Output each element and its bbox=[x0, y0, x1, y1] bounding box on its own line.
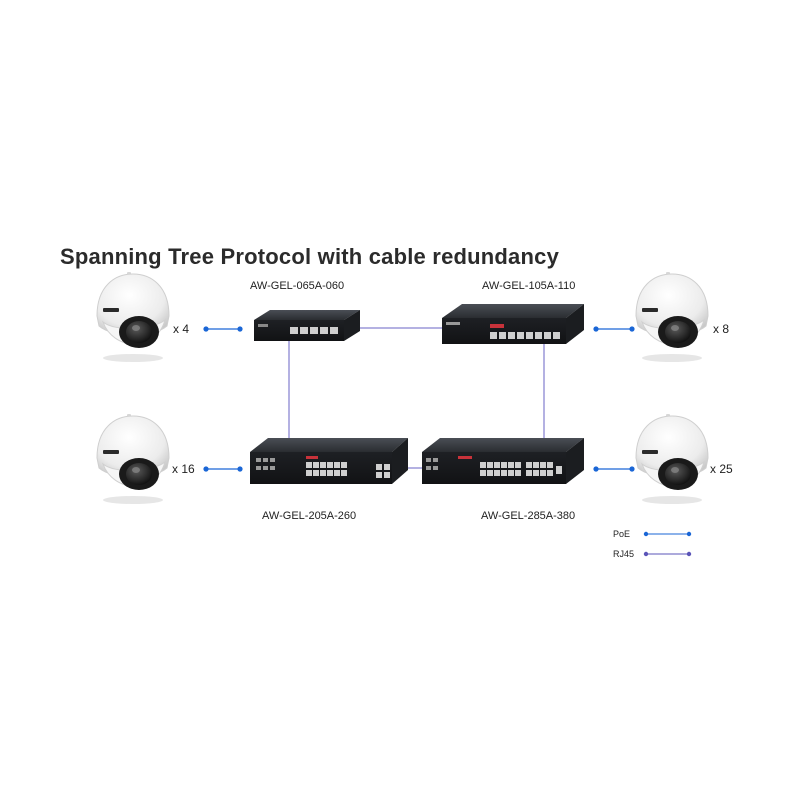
switch-105a-icon bbox=[442, 304, 584, 344]
switch-065a-icon bbox=[254, 310, 360, 341]
dome-camera-icon bbox=[635, 271, 709, 363]
switch-label-065a: AW-GEL-065A-060 bbox=[250, 280, 345, 292]
legend-rj45-line bbox=[643, 551, 692, 557]
diagram-title: Spanning Tree Protocol with cable redund… bbox=[60, 244, 559, 269]
poe-link-top-right bbox=[593, 326, 635, 332]
dome-camera-icon bbox=[96, 271, 170, 363]
camera-quantity-top-right: x 8 bbox=[713, 322, 730, 336]
poe-link-bottom-left bbox=[203, 466, 243, 472]
dome-camera-icon bbox=[96, 413, 170, 505]
switch-label-285a: AW-GEL-285A-380 bbox=[481, 510, 576, 522]
legend-poe-line bbox=[643, 531, 692, 537]
switch-205a-icon bbox=[250, 438, 408, 484]
dome-camera-icon bbox=[635, 413, 709, 505]
camera-quantity-top-left: x 4 bbox=[173, 322, 190, 336]
switch-label-105a: AW-GEL-105A-110 bbox=[482, 280, 576, 292]
poe-link-bottom-right bbox=[593, 466, 635, 472]
switch-label-205a: AW-GEL-205A-260 bbox=[262, 510, 357, 522]
camera-quantity-bottom-left: x 16 bbox=[172, 462, 195, 476]
camera-quantity-bottom-right: x 25 bbox=[710, 462, 733, 476]
legend-rj45-label: RJ45 bbox=[613, 549, 635, 559]
legend-poe-label: PoE bbox=[613, 529, 631, 539]
switch-285a-icon bbox=[422, 438, 584, 484]
poe-link-top-left bbox=[203, 326, 243, 332]
